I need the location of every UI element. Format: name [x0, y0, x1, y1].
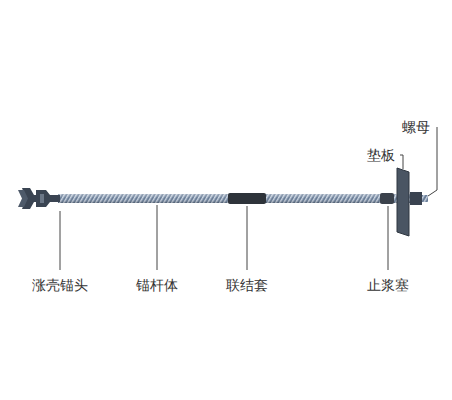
part-label: 止浆塞 [367, 277, 409, 293]
part-label: 锚杆体 [136, 277, 178, 293]
rod-shading [58, 194, 414, 203]
part-label: 螺母 [402, 119, 430, 135]
part-label: 涨壳锚头 [32, 277, 88, 293]
part-label: 联结套 [226, 277, 268, 293]
leader-lines [60, 127, 437, 270]
bearing-plate [397, 168, 409, 236]
coupler-sleeve [228, 193, 266, 204]
bolt-rod [58, 194, 414, 203]
part-label: 垫板 [367, 147, 395, 163]
anchor-head [18, 188, 60, 209]
grout-stopper [380, 193, 394, 204]
rod-end [422, 195, 428, 202]
nut [410, 192, 422, 205]
